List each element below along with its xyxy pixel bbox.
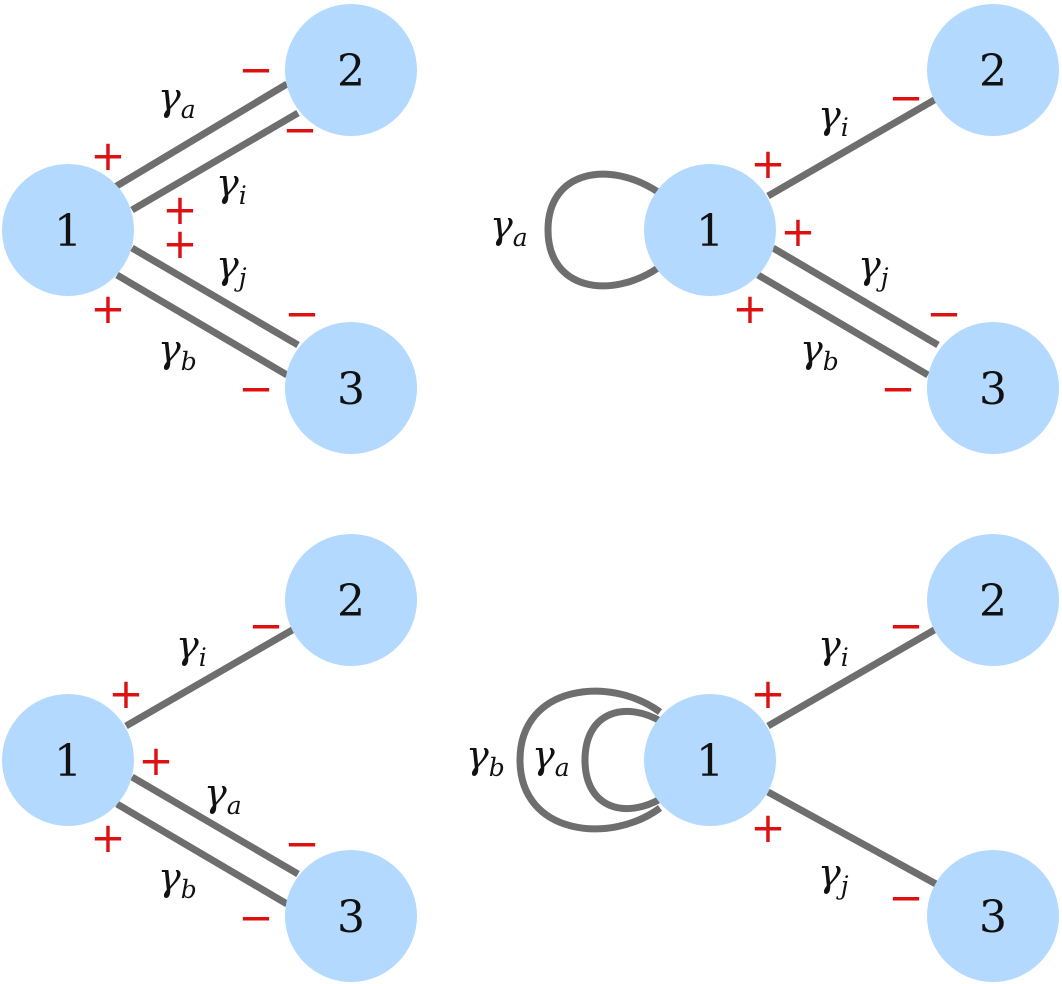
edge-loop-1-a [544,170,660,290]
edge-label-gamma-a: γa [532,733,570,782]
node-1 [644,694,776,826]
sign-plus: + [750,803,785,852]
panel-4: 1 2 3 γb γa γi γj + − + − [466,534,1059,982]
sign-plus: + [90,284,125,333]
node-label-2: 2 [979,46,1007,97]
node-3 [285,322,417,454]
node-label-1: 1 [54,206,82,257]
sign-minus: − [248,601,283,650]
sign-plus: + [138,736,173,785]
sign-minus: − [888,73,923,122]
sign-plus: + [750,139,785,188]
edge-1-3-b [115,271,289,379]
edge-1-2-i [124,625,296,730]
node-1 [2,164,134,296]
sign-minus: − [238,45,273,94]
node-3 [285,850,417,982]
sign-plus: + [750,669,785,718]
node-label-1: 1 [696,206,724,257]
edge-label-gamma-b: γb [466,733,505,782]
sign-plus: + [162,185,197,234]
edge-1-3-j [771,244,940,349]
sign-plus: + [108,669,143,718]
edge-1-2-a [113,80,289,191]
node-label-1: 1 [696,736,724,787]
edge-1-3-b [115,800,289,908]
edge-label-gamma-i: γi [818,623,849,672]
node-2 [927,534,1059,666]
edge-label-gamma-b: γb [158,855,197,904]
sign-plus: + [732,284,767,333]
sign-minus: − [284,819,319,868]
edge-label-gamma-j: γj [216,243,247,292]
edge-label-gamma-i: γi [818,93,849,142]
node-label-2: 2 [337,576,365,627]
node-3 [927,322,1059,454]
node-2 [285,4,417,136]
panel-3: 1 2 3 γi γa γb + − + − + − [2,534,417,982]
edge-1-2-i [766,95,938,200]
sign-minus: − [926,289,961,338]
node-1 [644,164,776,296]
node-1 [2,694,134,826]
panel-2: 1 2 3 γa γi γj γb + − + − + − [490,4,1059,454]
sign-minus: − [888,873,923,922]
edge-1-3-j [130,244,300,349]
edge-loop-1-b [516,687,663,833]
sign-minus: − [880,364,915,413]
edge-label-gamma-a: γa [204,771,242,820]
edge-label-gamma-i: γi [216,161,247,210]
sign-minus: − [888,601,923,650]
edge-1-2-i [766,625,938,730]
edge-label-gamma-i: γi [176,623,207,672]
node-2 [285,534,417,666]
sign-plus: + [90,131,125,180]
edge-label-gamma-b: γb [158,327,197,376]
edge-label-gamma-j: γj [858,243,889,292]
node-3 [927,850,1059,982]
edge-label-gamma-a: γa [158,75,196,124]
sign-minus: − [282,105,317,154]
edge-label-gamma-a: γa [490,203,528,252]
edge-1-3-a [130,773,300,878]
edge-1-2-i [130,109,300,214]
sign-minus: − [238,893,273,942]
sign-plus: + [780,207,815,256]
node-label-2: 2 [979,576,1007,627]
node-label-3: 3 [979,892,1007,943]
node-label-3: 3 [337,364,365,415]
sign-minus: − [238,364,273,413]
node-label-3: 3 [337,892,365,943]
edge-1-3-b [756,271,930,379]
panel-1: 1 2 3 γa γi γj γb + − + − + − + − [2,4,417,454]
node-label-1: 1 [54,736,82,787]
node-label-2: 2 [337,46,365,97]
sign-minus: − [284,289,319,338]
edge-label-gamma-j: γj [818,851,849,900]
sign-plus: + [90,813,125,862]
node-label-3: 3 [979,364,1007,415]
sign-plus: + [162,219,197,268]
edge-1-3-j [766,788,938,888]
node-2 [927,4,1059,136]
edge-loop-1-a [581,707,664,813]
edge-label-gamma-b: γb [800,327,839,376]
